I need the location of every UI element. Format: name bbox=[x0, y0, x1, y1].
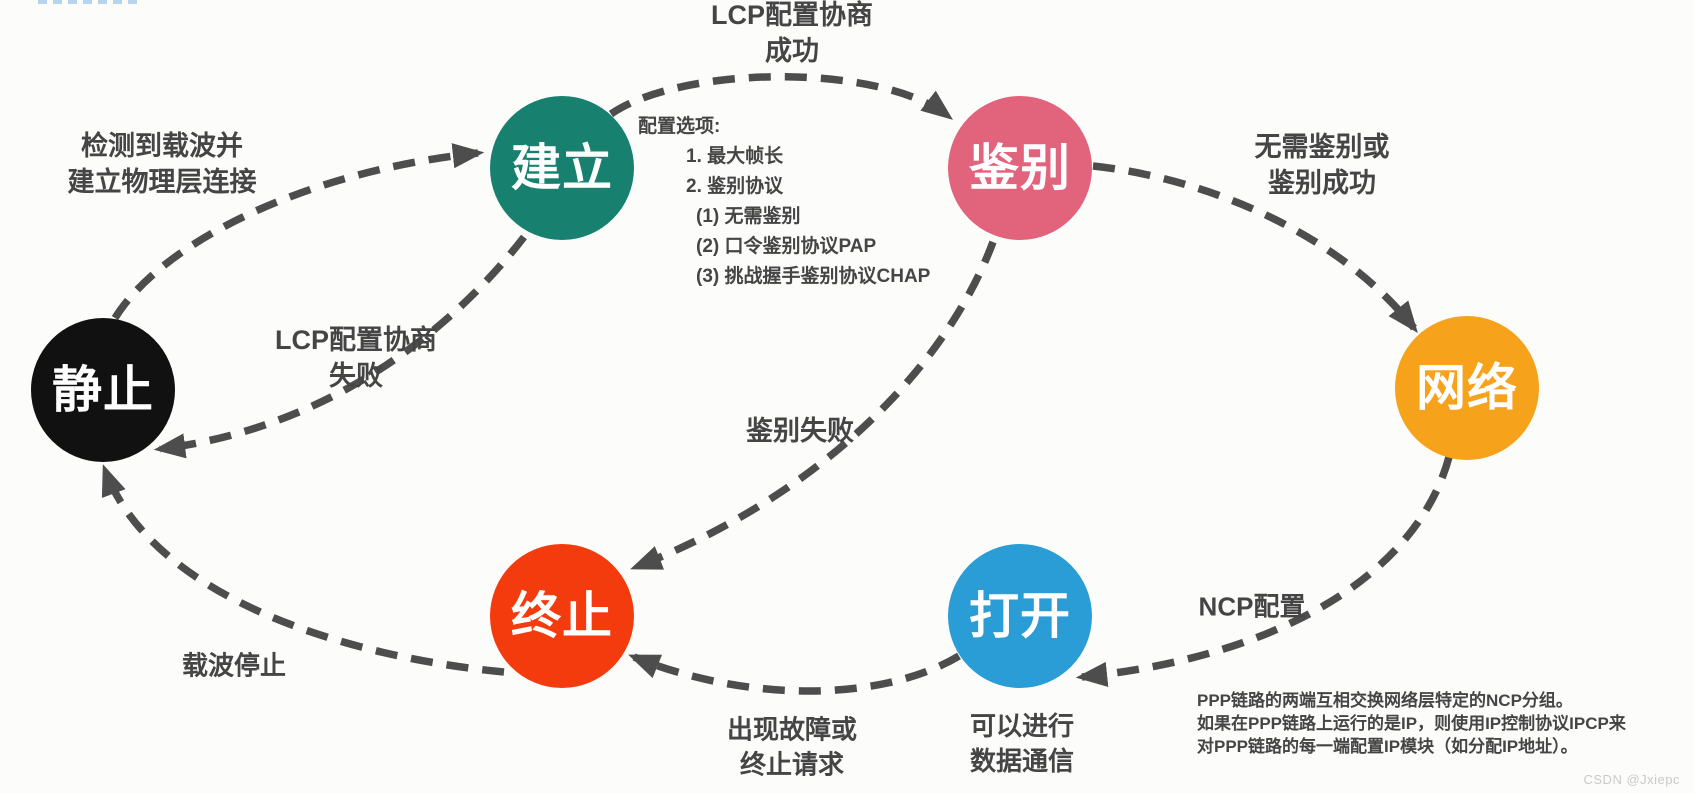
edge-label-auth-fail: 鉴别失败 bbox=[746, 416, 854, 447]
csdn-watermark: CSDN @Jxiepc bbox=[1583, 772, 1680, 787]
edge-quiet-to-establish bbox=[111, 143, 485, 320]
edge-terminate-to-quiet bbox=[101, 464, 505, 676]
config-options-block: 配置选项: 1. 最大帧长 2. 鉴别协议 (1) 无需鉴别 (2) 口令鉴别协… bbox=[638, 112, 930, 292]
edge-label-carrier-stop: 载波停止 bbox=[181, 650, 287, 681]
edge-label-detect-carrier: 检测到载波并 建立物理层连接 bbox=[67, 131, 257, 197]
config-option-item: 2. 鉴别协议 bbox=[686, 176, 784, 197]
edge-establish-to-auth bbox=[608, 73, 953, 120]
open-state-note: 可以进行 数据通信 bbox=[969, 710, 1075, 776]
config-option-subitem: (2) 口令鉴别协议PAP bbox=[696, 236, 877, 257]
state-node-quiet: 静止 bbox=[31, 318, 175, 462]
edge-auth-to-terminate bbox=[630, 240, 997, 571]
clipped-text-fragment bbox=[38, 0, 142, 4]
state-node-terminate: 终止 bbox=[490, 544, 634, 688]
edge-open-to-terminate bbox=[628, 652, 961, 695]
edge-establish-to-quiet bbox=[153, 234, 527, 459]
ncp-explanation-paragraph: PPP链路的两端互相交换网络层特定的NCP分组。 如果在PPP链路上运行的是IP… bbox=[1197, 691, 1626, 756]
edge-label-fault-or-terminate: 出现故障或 终止请求 bbox=[726, 714, 858, 779]
edge-label-no-auth-or-success: 无需鉴别或 鉴别成功 bbox=[1254, 132, 1390, 198]
edge-network-to-open bbox=[1075, 456, 1453, 687]
state-node-network: 网络 bbox=[1395, 316, 1539, 460]
edge-label-ncp-config: NCP配置 bbox=[1198, 591, 1306, 622]
config-option-item: 1. 最大帧长 bbox=[686, 146, 784, 167]
config-options-title: 配置选项: bbox=[638, 116, 721, 137]
edge-label-lcp-fail: LCP配置协商 失败 bbox=[275, 325, 437, 391]
edge-label-lcp-success: LCP配置协商 成功 bbox=[711, 0, 873, 66]
config-option-subitem: (3) 挑战握手鉴别协议CHAP bbox=[696, 266, 931, 287]
state-node-establish: 建立 bbox=[490, 96, 634, 240]
state-node-authenticate: 鉴别 bbox=[948, 96, 1092, 240]
state-node-open: 打开 bbox=[948, 544, 1092, 688]
config-option-subitem: (1) 无需鉴别 bbox=[696, 206, 801, 227]
edge-auth-to-network bbox=[1092, 162, 1418, 333]
